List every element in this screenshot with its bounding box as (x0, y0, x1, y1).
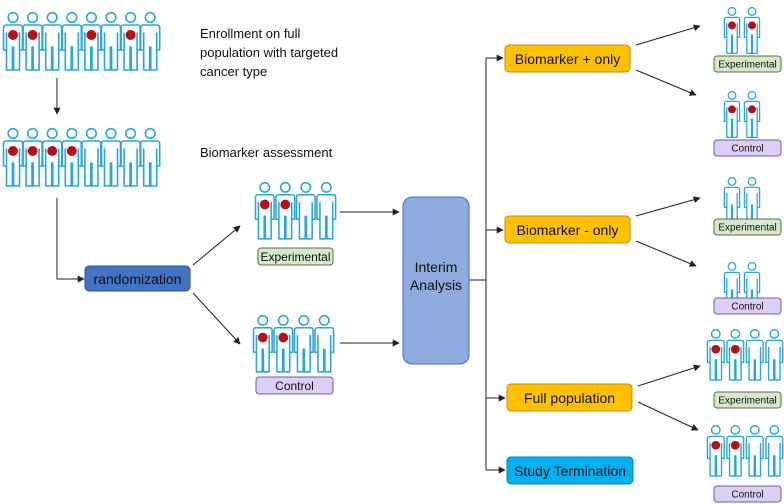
arrow-full-ctrl (637, 401, 699, 431)
person-with-tumor-icon (41, 127, 63, 187)
person-icon (745, 328, 764, 381)
arrow-to-mid-experimental (192, 225, 241, 266)
person-icon (100, 11, 122, 71)
person-with-tumor-icon (22, 11, 43, 71)
biomarker-positive-box: Biomarker + only (504, 44, 631, 73)
arrow-full-exp (637, 364, 701, 387)
arrow-neg-exp (635, 196, 701, 217)
person-icon (120, 127, 141, 187)
person-with-tumor-icon (743, 90, 761, 139)
svg-text:Analysis: Analysis (410, 277, 462, 293)
group-full-experimental (706, 328, 784, 381)
control-arm-label: Control (713, 485, 782, 503)
assessment-text: Biomarker assessment (200, 145, 333, 160)
person-with-tumor-icon (273, 314, 294, 373)
arrow-to-mid-control (192, 292, 241, 345)
experimental-arm-label: Experimental (257, 247, 334, 266)
person-icon (316, 181, 337, 240)
person-with-tumor-icon (2, 11, 24, 71)
person-with-tumor-icon (726, 424, 745, 477)
experimental-arm-label: Experimental (713, 218, 782, 236)
svg-text:Control: Control (731, 302, 763, 313)
biomarker-negative-box: Biomarker - only (504, 215, 631, 244)
full-population-box: Full population (506, 383, 633, 412)
interim-analysis-box: Interim Analysis (402, 196, 470, 365)
group-mid-control (252, 314, 335, 373)
svg-text:Experimental: Experimental (260, 250, 330, 264)
person-with-tumor-icon (706, 328, 725, 381)
person-icon (61, 11, 83, 71)
experimental-arm-label: Experimental (713, 55, 782, 73)
person-with-tumor-icon (81, 11, 102, 71)
people-layer (2, 6, 784, 477)
person-icon (293, 314, 314, 373)
experimental-arm-label: Experimental (713, 391, 782, 409)
person-with-tumor-icon (2, 127, 24, 187)
person-with-tumor-icon (22, 127, 43, 187)
control-arm-label: Control (713, 297, 782, 315)
control-arm-label: Control (255, 376, 334, 395)
enrollment-text-2: population with targeted (200, 45, 338, 60)
arm-labels: ExperimentalControlExperimentalControlEx… (255, 55, 782, 503)
person-icon (765, 328, 784, 381)
enrollment-text-1: Enrollment on full (200, 26, 301, 41)
person-icon (100, 127, 122, 187)
svg-text:Experimental: Experimental (718, 223, 776, 234)
person-with-tumor-icon (723, 6, 741, 55)
person-with-tumor-icon (252, 314, 273, 373)
control-arm-label: Control (713, 139, 782, 157)
svg-text:Interim: Interim (415, 259, 458, 275)
arrow-assess-to-randomization (56, 198, 85, 283)
arrow-pos-ctrl (635, 69, 697, 96)
group-pos-experimental (723, 6, 761, 55)
group-pos-control (723, 90, 761, 139)
person-icon (743, 176, 761, 225)
svg-text:Control: Control (731, 490, 763, 501)
arrow-neg-ctrl (635, 240, 697, 267)
person-icon (139, 11, 161, 71)
enrollment-text-3: cancer type (200, 64, 267, 79)
svg-text:Control: Control (275, 379, 314, 393)
svg-text:Full population: Full population (524, 390, 615, 406)
svg-text:randomization: randomization (94, 271, 182, 287)
person-icon (41, 11, 63, 71)
group-neg-experimental (723, 176, 761, 225)
group-full-control (706, 424, 784, 477)
person-with-tumor-icon (723, 90, 741, 139)
person-icon (295, 181, 316, 240)
arrow-pos-exp (635, 24, 701, 46)
svg-text:Biomarker - only: Biomarker - only (517, 222, 619, 238)
group-mid-experimental (254, 181, 337, 240)
person-with-tumor-icon (61, 127, 83, 187)
person-icon (745, 424, 764, 477)
person-with-tumor-icon (254, 181, 275, 240)
person-icon (139, 127, 161, 187)
person-with-tumor-icon (743, 6, 761, 55)
person-icon (81, 127, 102, 187)
person-icon (314, 314, 335, 373)
svg-text:Experimental: Experimental (718, 396, 776, 407)
svg-text:Experimental: Experimental (718, 60, 776, 71)
person-with-tumor-icon (120, 11, 141, 71)
group-assessed (2, 127, 161, 187)
study-termination-box: Study Termination (506, 456, 634, 485)
svg-text:Control: Control (731, 144, 763, 155)
group-enrolled (2, 11, 161, 71)
svg-text:Biomarker + only: Biomarker + only (515, 51, 620, 67)
person-icon (723, 176, 741, 225)
person-with-tumor-icon (726, 328, 745, 381)
person-with-tumor-icon (706, 424, 725, 477)
person-with-tumor-icon (275, 181, 296, 240)
svg-text:Study Termination: Study Termination (514, 463, 626, 479)
randomization-box: randomization (84, 265, 191, 292)
person-icon (765, 424, 784, 477)
